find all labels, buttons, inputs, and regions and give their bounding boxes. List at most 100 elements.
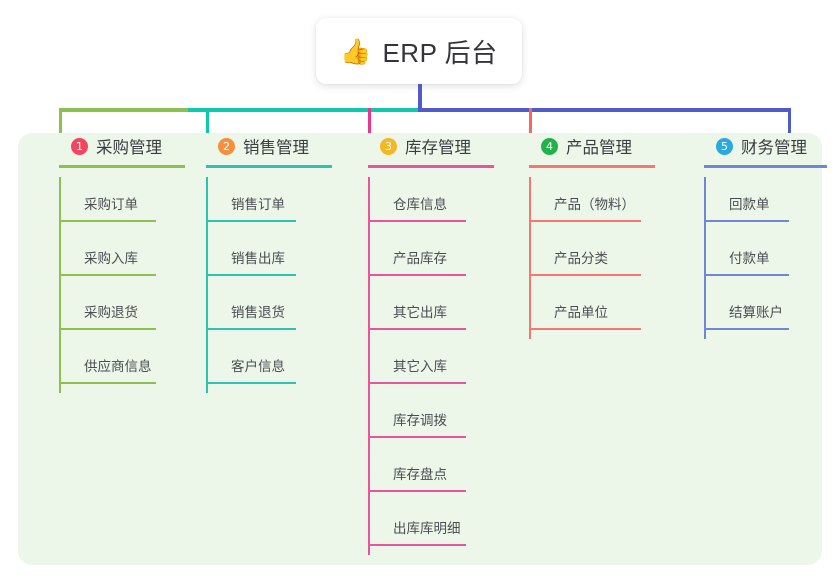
branch-column-4: 4 产品管理产品（物料） 产品分类产品单位 bbox=[529, 133, 689, 339]
leaf-item-rule bbox=[370, 544, 466, 546]
branch-header-rule bbox=[704, 165, 827, 168]
leaf-item-rule bbox=[208, 274, 296, 276]
leaf-item[interactable]: 销售退货 bbox=[206, 276, 361, 330]
leaf-item-label: 仓库信息 bbox=[393, 197, 447, 212]
branch-header-rule bbox=[59, 165, 185, 168]
leaf-item[interactable]: 出库库明细 bbox=[368, 492, 523, 546]
root-node-card[interactable]: 👍 ERP 后台 bbox=[316, 18, 522, 84]
leaf-item-label: 产品单位 bbox=[554, 305, 608, 320]
connector-drop-2 bbox=[206, 108, 209, 142]
leaf-item-label: 结算账户 bbox=[729, 305, 783, 320]
root-node-title: ERP 后台 bbox=[382, 37, 498, 68]
branch-index-badge: 5 bbox=[716, 137, 733, 155]
leaf-item-label: 回款单 bbox=[729, 197, 770, 212]
leaf-item[interactable]: 其它出库 bbox=[368, 276, 523, 330]
branch-spine bbox=[529, 177, 531, 339]
connector-stem-center bbox=[418, 84, 422, 109]
branch-column-3: 3 库存管理仓库信息产品库存其它出库其它入库库存调拨库存盘点出库库明细 bbox=[368, 133, 523, 555]
leaf-item-label: 库存调拨 bbox=[393, 413, 447, 428]
leaf-item-label: 采购入库 bbox=[84, 251, 138, 266]
leaf-item[interactable]: 供应商信息 bbox=[59, 330, 214, 384]
leaf-item[interactable]: 付款单 bbox=[704, 222, 839, 276]
leaf-item-rule bbox=[370, 436, 466, 438]
leaf-item-label: 销售出库 bbox=[231, 251, 285, 266]
branch-index-badge: 3 bbox=[380, 137, 397, 155]
leaf-item-label: 其它出库 bbox=[393, 305, 447, 320]
leaf-item-label: 采购退货 bbox=[84, 305, 138, 320]
leaf-item[interactable]: 产品库存 bbox=[368, 222, 523, 276]
leaf-item[interactable]: 产品（物料） bbox=[529, 168, 689, 222]
leaf-item[interactable]: 结算账户 bbox=[704, 276, 839, 330]
leaf-item-rule bbox=[706, 274, 789, 276]
branch-header-rule bbox=[529, 165, 655, 168]
leaf-item-rule bbox=[370, 490, 466, 492]
branch-title: 产品管理 bbox=[566, 139, 632, 157]
root-node-content: 👍 ERP 后台 bbox=[340, 33, 497, 70]
branch-spine bbox=[59, 177, 61, 393]
connector-drop-1 bbox=[59, 108, 62, 142]
leaf-item-rule bbox=[370, 328, 466, 330]
branch-title: 销售管理 bbox=[243, 139, 309, 157]
connector-drop-3 bbox=[368, 108, 371, 142]
leaf-item-label: 其它入库 bbox=[393, 359, 447, 374]
leaf-item-rule bbox=[370, 274, 466, 276]
leaf-item-rule bbox=[706, 220, 789, 222]
leaf-item[interactable]: 其它入库 bbox=[368, 330, 523, 384]
connector-drop-5 bbox=[788, 108, 791, 142]
branch-index-badge: 1 bbox=[71, 137, 88, 155]
connector-drop-4 bbox=[529, 108, 532, 142]
branch-header-2[interactable]: 2 销售管理 bbox=[206, 133, 361, 159]
branch-index-badge: 2 bbox=[218, 137, 235, 155]
leaf-item-rule bbox=[370, 220, 466, 222]
leaf-item-rule bbox=[208, 382, 296, 384]
branch-title: 库存管理 bbox=[405, 139, 471, 157]
branch-header-3[interactable]: 3 库存管理 bbox=[368, 133, 523, 159]
leaf-item[interactable]: 采购退货 bbox=[59, 276, 214, 330]
leaf-item[interactable]: 产品单位 bbox=[529, 276, 689, 330]
leaf-item[interactable]: 产品分类 bbox=[529, 222, 689, 276]
leaf-item[interactable]: 客户信息 bbox=[206, 330, 361, 384]
leaf-item-label: 销售退货 bbox=[231, 305, 285, 320]
leaf-item[interactable]: 销售订单 bbox=[206, 168, 361, 222]
leaf-item-label: 采购订单 bbox=[84, 197, 138, 212]
leaf-item-rule bbox=[61, 274, 156, 276]
leaf-item-label: 供应商信息 bbox=[84, 359, 152, 374]
leaf-item-rule bbox=[531, 274, 641, 276]
leaf-item-rule bbox=[61, 328, 156, 330]
branch-header-1[interactable]: 1 采购管理 bbox=[59, 133, 214, 159]
leaf-item[interactable]: 销售出库 bbox=[206, 222, 361, 276]
branch-header-rule bbox=[368, 165, 494, 168]
leaf-item-rule bbox=[208, 328, 296, 330]
leaf-item[interactable]: 回款单 bbox=[704, 168, 839, 222]
branch-column-2: 2 销售管理销售订单销售出库销售退货客户信息 bbox=[206, 133, 361, 393]
leaf-item-label: 库存盘点 bbox=[393, 467, 447, 482]
leaf-item[interactable]: 采购订单 bbox=[59, 168, 214, 222]
leaf-item[interactable]: 仓库信息 bbox=[368, 168, 523, 222]
leaf-item-label: 产品（物料） bbox=[554, 197, 635, 212]
leaf-item-rule bbox=[706, 328, 789, 330]
leaf-item-label: 销售订单 bbox=[231, 197, 285, 212]
leaf-item[interactable]: 库存盘点 bbox=[368, 438, 523, 492]
leaf-item-rule bbox=[370, 382, 466, 384]
branch-title: 采购管理 bbox=[96, 139, 162, 157]
branch-spine bbox=[704, 177, 706, 339]
leaf-item-label: 出库库明细 bbox=[393, 521, 461, 536]
leaf-item[interactable]: 库存调拨 bbox=[368, 384, 523, 438]
mindmap-panel: 1 采购管理采购订单采购入库采购退货供应商信息 2 销售管理销售订单销售出库销售退货客… bbox=[18, 133, 827, 565]
branch-spine bbox=[368, 177, 370, 555]
leaf-item[interactable]: 采购入库 bbox=[59, 222, 214, 276]
branch-header-4[interactable]: 4 产品管理 bbox=[529, 133, 689, 159]
branch-spine bbox=[206, 177, 208, 393]
leaf-item-rule bbox=[61, 382, 156, 384]
leaf-item-label: 产品分类 bbox=[554, 251, 608, 266]
leaf-item-label: 客户信息 bbox=[231, 359, 285, 374]
thumbs-up-icon: 👍 bbox=[340, 36, 372, 66]
connector-bus-blue bbox=[418, 108, 791, 112]
leaf-item-label: 付款单 bbox=[729, 251, 770, 266]
branch-header-rule bbox=[206, 165, 332, 168]
leaf-item-rule bbox=[208, 220, 296, 222]
branch-index-badge: 4 bbox=[541, 137, 558, 155]
leaf-item-rule bbox=[531, 220, 641, 222]
